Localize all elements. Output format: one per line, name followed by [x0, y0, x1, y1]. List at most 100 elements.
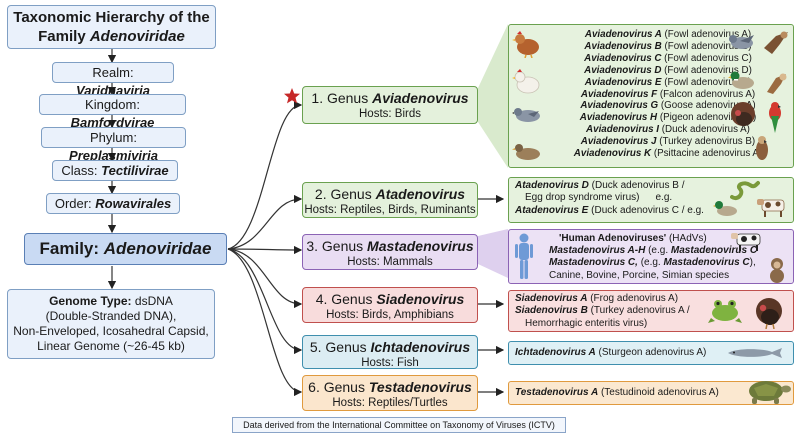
species-row: Aviadenovirus F (Falcon adenovirus A)	[547, 89, 789, 101]
source-footer: Data derived from the International Comm…	[232, 417, 566, 433]
human-icon	[515, 233, 533, 279]
species-common: Egg drop syndrome virus)	[525, 192, 640, 204]
genus-prefix: 4. Genus	[315, 291, 377, 307]
species-name: Aviadenovirus A	[584, 29, 662, 40]
genus-name: Siadenovirus	[376, 291, 465, 307]
siadenovirus-species-box: Siadenovirus A (Frog adenovirus A) Siade…	[508, 290, 794, 332]
genus-ichtadenovirus: 5. Genus Ichtadenovirus Hosts: Fish	[302, 335, 478, 369]
diagram-title: Taxonomic Hierarchy of the Family Adenov…	[7, 5, 216, 49]
species-row: Aviadenovirus D (Fowl adenovirus D)	[547, 65, 789, 77]
genus-name: Aviadenovirus	[372, 90, 469, 106]
species-row: Aviadenovirus I (Duck adenovirus A)	[547, 124, 789, 136]
genome-value: dsDNA	[131, 294, 173, 308]
family-box: Family: Adenoviridae	[24, 233, 227, 265]
star-icon	[284, 88, 300, 104]
hierarchy-order: Order: Rowavirales	[46, 193, 180, 214]
species-common: (Testudinoid adenovirus A)	[598, 387, 719, 398]
testadenovirus-species-box: Testadenovirus A (Testudinoid adenovirus…	[508, 381, 794, 405]
parrot-icon	[769, 102, 781, 133]
snake-icon	[730, 181, 760, 200]
species-row: Aviadenovirus G (Goose adenovirus A)	[547, 100, 789, 112]
species-row: 'Human Adenoviruses' (HAdVs)	[549, 233, 789, 245]
atadenovirus-species-box: Atadenovirus D (Duck adenovirus B / Egg …	[508, 177, 794, 223]
genus-prefix: 2. Genus	[314, 186, 376, 202]
species-common: (Turkey adenovirus B)	[656, 136, 756, 148]
hierarchy-class: Class: Tectilivirae	[52, 160, 178, 181]
species-common: (HAdVs)	[666, 233, 707, 244]
hawk-icon	[767, 73, 787, 94]
species-name: Aviadenovirus K	[573, 148, 652, 160]
genus-aviadenovirus: 1. Genus Aviadenovirus Hosts: Birds	[302, 86, 478, 124]
monkey-icon	[770, 258, 784, 283]
turkey-icon	[731, 102, 755, 126]
genus-hosts: Hosts: Reptiles/Turtles	[332, 397, 448, 409]
species-name: Aviadenovirus C	[584, 52, 662, 64]
genus-siadenovirus: 4. Genus Siadenovirus Hosts: Birds, Amph…	[302, 287, 478, 323]
chicken-icon	[512, 69, 540, 94]
species-row: Aviadenovirus E (Fowl adenovirus E)	[547, 77, 789, 89]
hierarchy-realm: Realm: Varidnaviria	[52, 62, 174, 98]
species-name: Aviadenovirus G	[580, 100, 659, 112]
species-common: (Fowl adenovirus D)	[661, 64, 752, 76]
species-row: Atadenovirus D (Duck adenovirus B /	[515, 180, 787, 192]
family-name: Adenoviridae	[103, 239, 212, 258]
cow-icon	[757, 199, 785, 217]
genus-testadenovirus: 6. Genus Testadenovirus Hosts: Reptiles/…	[302, 375, 478, 411]
genus-name: Testadenovirus	[368, 379, 472, 395]
turkey-icon	[756, 298, 782, 329]
species-common: (Duck adenovirus C / e.g.	[588, 204, 704, 216]
genus-prefix: 6. Genus	[308, 379, 369, 395]
title-prefix: Family	[38, 28, 90, 45]
genome-info-box: Genome Type: dsDNA (Double-Stranded DNA)…	[7, 289, 215, 359]
species-common: (Turkey adenovirus A /	[587, 305, 690, 317]
genus-mastadenovirus: 3. Genus Mastadenovirus Hosts: Mammals	[302, 234, 478, 270]
species-common: (Psittacine adenovirus A)	[651, 148, 763, 160]
genus-hosts: Hosts: Fish	[361, 357, 419, 369]
species-common: (Fowl adenovirus C)	[661, 52, 752, 64]
rank-label: Realm:	[92, 65, 134, 80]
species-common: (e.g.	[645, 245, 671, 257]
species-row: Aviadenovirus J (Turkey adenovirus B)	[547, 136, 789, 148]
genus-hosts: Hosts: Birds	[359, 108, 421, 120]
species-common: (Duck adenovirus A)	[659, 124, 750, 136]
frog-icon	[708, 300, 742, 323]
turtle-icon	[749, 381, 791, 404]
rank-name: Preplasmiviria	[69, 148, 158, 163]
species-name: Aviadenovirus J	[580, 136, 657, 148]
pigeon-icon	[729, 35, 754, 49]
genome-line4: Linear Genome (~26-45 kb)	[37, 339, 185, 353]
species-common: (e.g.	[637, 257, 664, 269]
species-name: Aviadenovirus I	[586, 124, 660, 136]
species-row: Hemorrhagic enteritis virus)	[515, 318, 787, 330]
species-common: (Duck adenovirus B /	[588, 180, 685, 191]
genus-name: Atadenovirus	[375, 186, 466, 202]
species-name: Atadenovirus E	[515, 204, 589, 216]
species-common: Canine, Bovine, Porcine, Simian species	[549, 269, 730, 281]
species-name: Aviadenovirus E	[584, 76, 662, 88]
species-common: (Fowl adenovirus E)	[661, 76, 752, 88]
title-family-name: Adenoviridae	[89, 28, 185, 45]
species-name: Aviadenovirus H	[579, 112, 658, 124]
species-common: (Sturgeon adenovirus A)	[595, 347, 707, 358]
species-common: Hemorrhagic enteritis virus)	[525, 317, 648, 329]
hierarchy-phylum: Phylum: Preplasmiviria	[41, 127, 186, 163]
species-common: (Falcon adenovirus A)	[657, 88, 756, 100]
genus-prefix: 1. Genus	[311, 90, 373, 106]
hawk-icon	[756, 136, 768, 160]
species-common: (Pigeon adenovirus A)	[657, 112, 757, 124]
species-row: Aviadenovirus H (Pigeon adenovirus A)	[547, 112, 789, 124]
rank-name: Bamfordvirae	[70, 115, 155, 130]
species-row: Mastadenovirus A-H (e.g. Mastadenovirus …	[549, 245, 789, 257]
rank-name: Tectilivirae	[101, 163, 169, 178]
species-common: (Frog adenovirus A)	[587, 293, 679, 304]
species-name: Ichtadenovirus A	[515, 347, 596, 358]
species-name: Aviadenovirus D	[584, 64, 662, 76]
species-common: (Fowl adenovirus A)	[661, 29, 752, 40]
genus-hosts: Hosts: Birds, Amphibians	[326, 309, 454, 321]
species-name: Mastadenovirus A-H	[549, 245, 646, 257]
cow-icon	[731, 233, 761, 251]
genus-prefix: 5. Genus	[309, 339, 371, 355]
sturgeon-icon	[728, 348, 782, 358]
duck-icon	[728, 71, 754, 89]
species-name: 'Human Adenoviruses'	[559, 233, 667, 244]
